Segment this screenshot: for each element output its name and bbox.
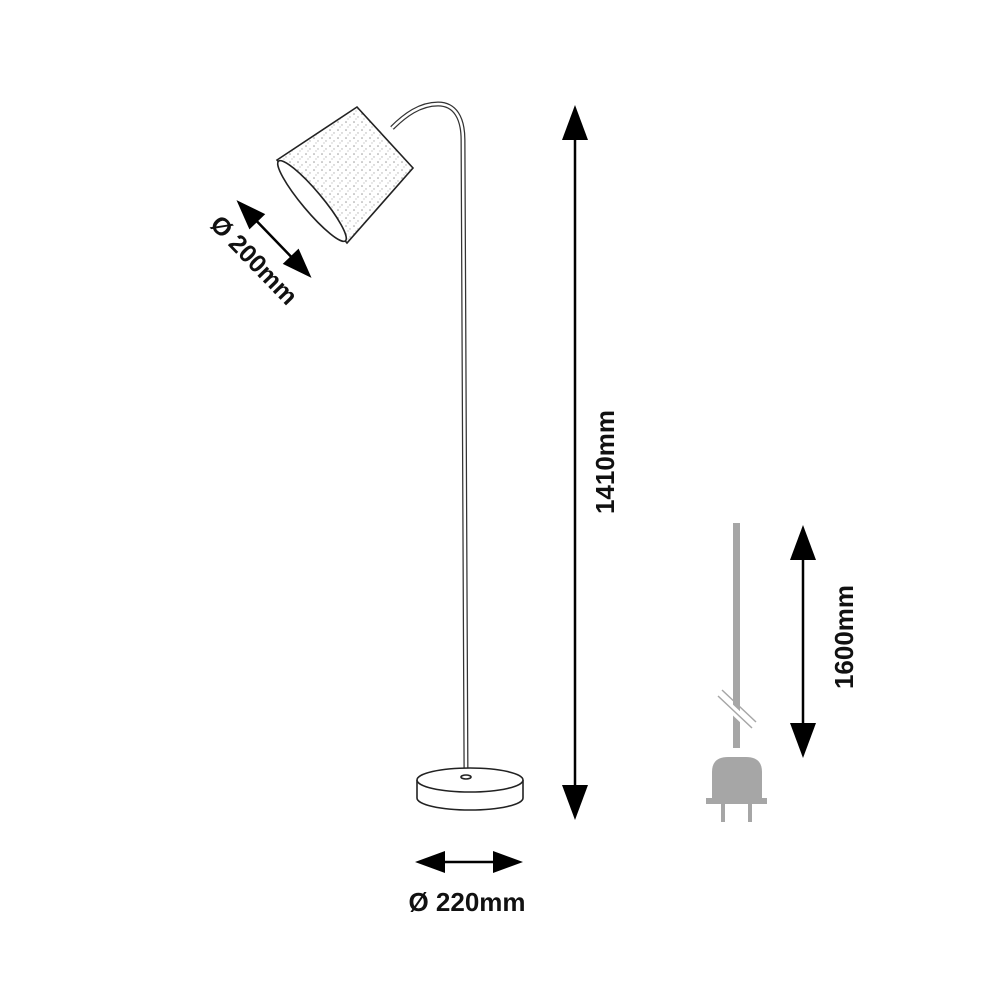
floor-lamp-drawing <box>275 101 524 811</box>
height-arrow <box>562 105 588 820</box>
power-cord-drawing <box>706 523 767 822</box>
dimension-arrows <box>236 105 816 873</box>
base-diameter-arrow <box>415 851 523 873</box>
lamp-shade-opening <box>276 159 348 243</box>
plug-icon <box>712 757 762 800</box>
lamp-shade <box>275 105 415 245</box>
cord-length-label: 1600mm <box>829 585 859 689</box>
lamp-base-top <box>416 767 524 793</box>
height-label: 1410mm <box>590 410 620 514</box>
shade-diameter-arrow <box>236 200 312 278</box>
base-diameter-label: Ø 220mm <box>408 887 525 917</box>
lamp-arm <box>390 101 469 776</box>
lamp-arm-inner <box>391 102 468 776</box>
cord-length-arrow <box>790 525 816 758</box>
